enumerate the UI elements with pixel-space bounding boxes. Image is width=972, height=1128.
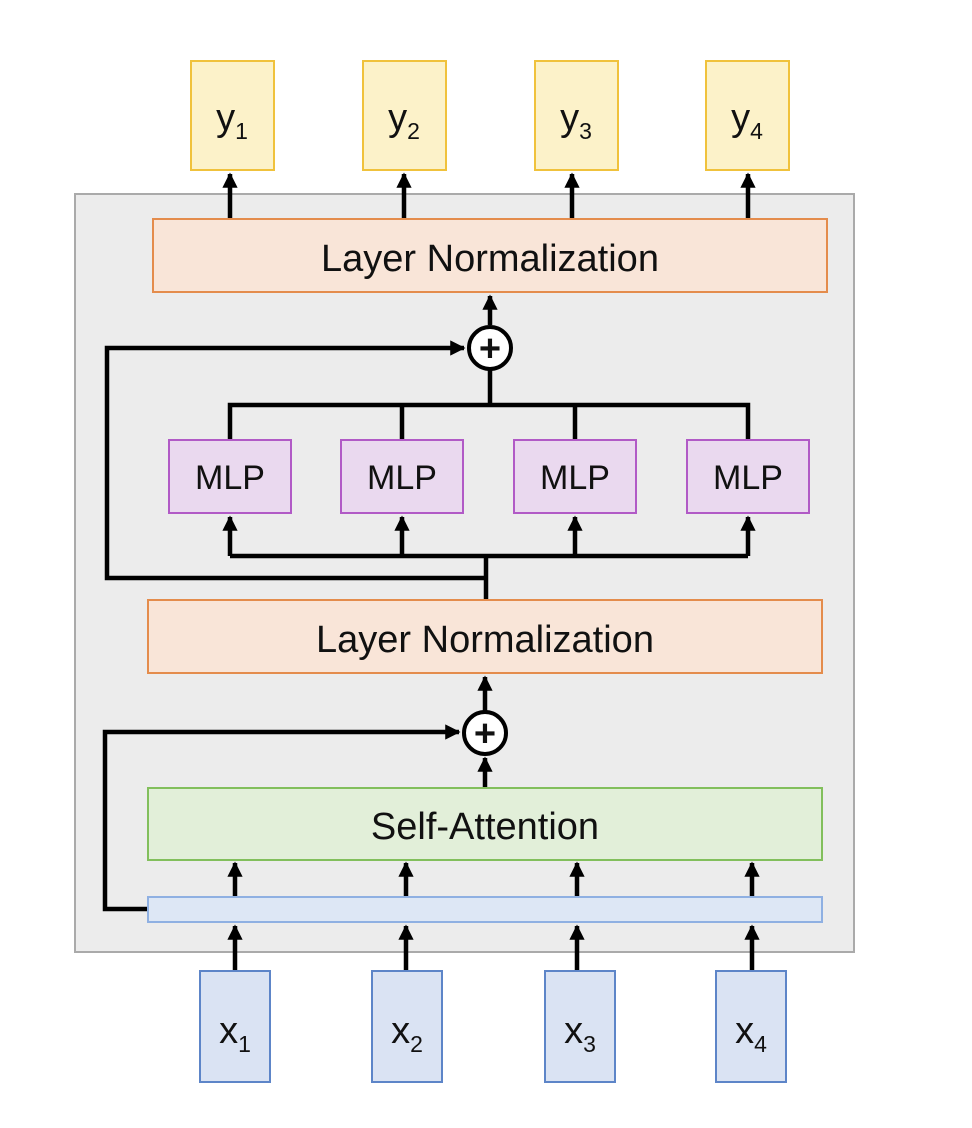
output-y1: y1 bbox=[190, 60, 275, 171]
mlp-box bbox=[513, 439, 637, 514]
output-label: y2 bbox=[388, 97, 420, 144]
output-y4: y4 bbox=[705, 60, 790, 171]
layer-norm-top-box bbox=[152, 218, 828, 293]
output-box bbox=[190, 60, 275, 171]
layer-norm-top-label: Layer Normalization bbox=[321, 238, 659, 280]
residual-skip-2 bbox=[104, 340, 486, 581]
output-box bbox=[362, 60, 447, 171]
input-x3: x3 bbox=[544, 970, 616, 1083]
self-attention-label: Self-Attention bbox=[371, 806, 599, 848]
input-label: x2 bbox=[391, 1010, 423, 1057]
layer-norm-middle: Layer Normalization bbox=[147, 599, 823, 674]
input-label: x1 bbox=[219, 1010, 251, 1057]
output-box bbox=[705, 60, 790, 171]
mlp-label: MLP bbox=[540, 459, 610, 497]
mlp-box bbox=[340, 439, 464, 514]
plus-icon: + bbox=[479, 328, 501, 370]
input-box bbox=[715, 970, 787, 1083]
mlp-block-2: MLP bbox=[340, 439, 464, 514]
output-label: y4 bbox=[731, 97, 763, 144]
input-embedding-strip bbox=[147, 896, 823, 923]
mlp-label: MLP bbox=[195, 459, 265, 497]
mlp-box bbox=[168, 439, 292, 514]
input-box bbox=[544, 970, 616, 1083]
mlp-block-1: MLP bbox=[168, 439, 292, 514]
input-box bbox=[199, 970, 271, 1083]
add-node-1: + bbox=[462, 710, 508, 756]
input-x4: x4 bbox=[715, 970, 787, 1083]
add-circle bbox=[462, 710, 508, 756]
input-x1: x1 bbox=[199, 970, 271, 1083]
mlp-label: MLP bbox=[367, 459, 437, 497]
residual-skip-1 bbox=[102, 724, 461, 912]
layer-norm-top: Layer Normalization bbox=[152, 218, 828, 293]
output-box bbox=[534, 60, 619, 171]
mlp-block-3: MLP bbox=[513, 439, 637, 514]
self-attention: Self-Attention bbox=[147, 787, 823, 861]
mlp-box bbox=[686, 439, 810, 514]
output-label: y1 bbox=[216, 97, 248, 144]
plus-icon: + bbox=[474, 713, 496, 755]
output-label: y3 bbox=[560, 97, 592, 144]
add-node-2: + bbox=[467, 325, 513, 371]
layer-norm-middle-label: Layer Normalization bbox=[316, 619, 654, 661]
mlp-label: MLP bbox=[713, 459, 783, 497]
output-y3: y3 bbox=[534, 60, 619, 171]
input-box bbox=[371, 970, 443, 1083]
input-label: x4 bbox=[735, 1010, 767, 1057]
input-x2: x2 bbox=[371, 970, 443, 1083]
self-attention-box bbox=[147, 787, 823, 861]
mlp-block-4: MLP bbox=[686, 439, 810, 514]
output-y2: y2 bbox=[362, 60, 447, 171]
layer-norm-middle-box bbox=[147, 599, 823, 674]
input-label: x3 bbox=[564, 1010, 596, 1057]
